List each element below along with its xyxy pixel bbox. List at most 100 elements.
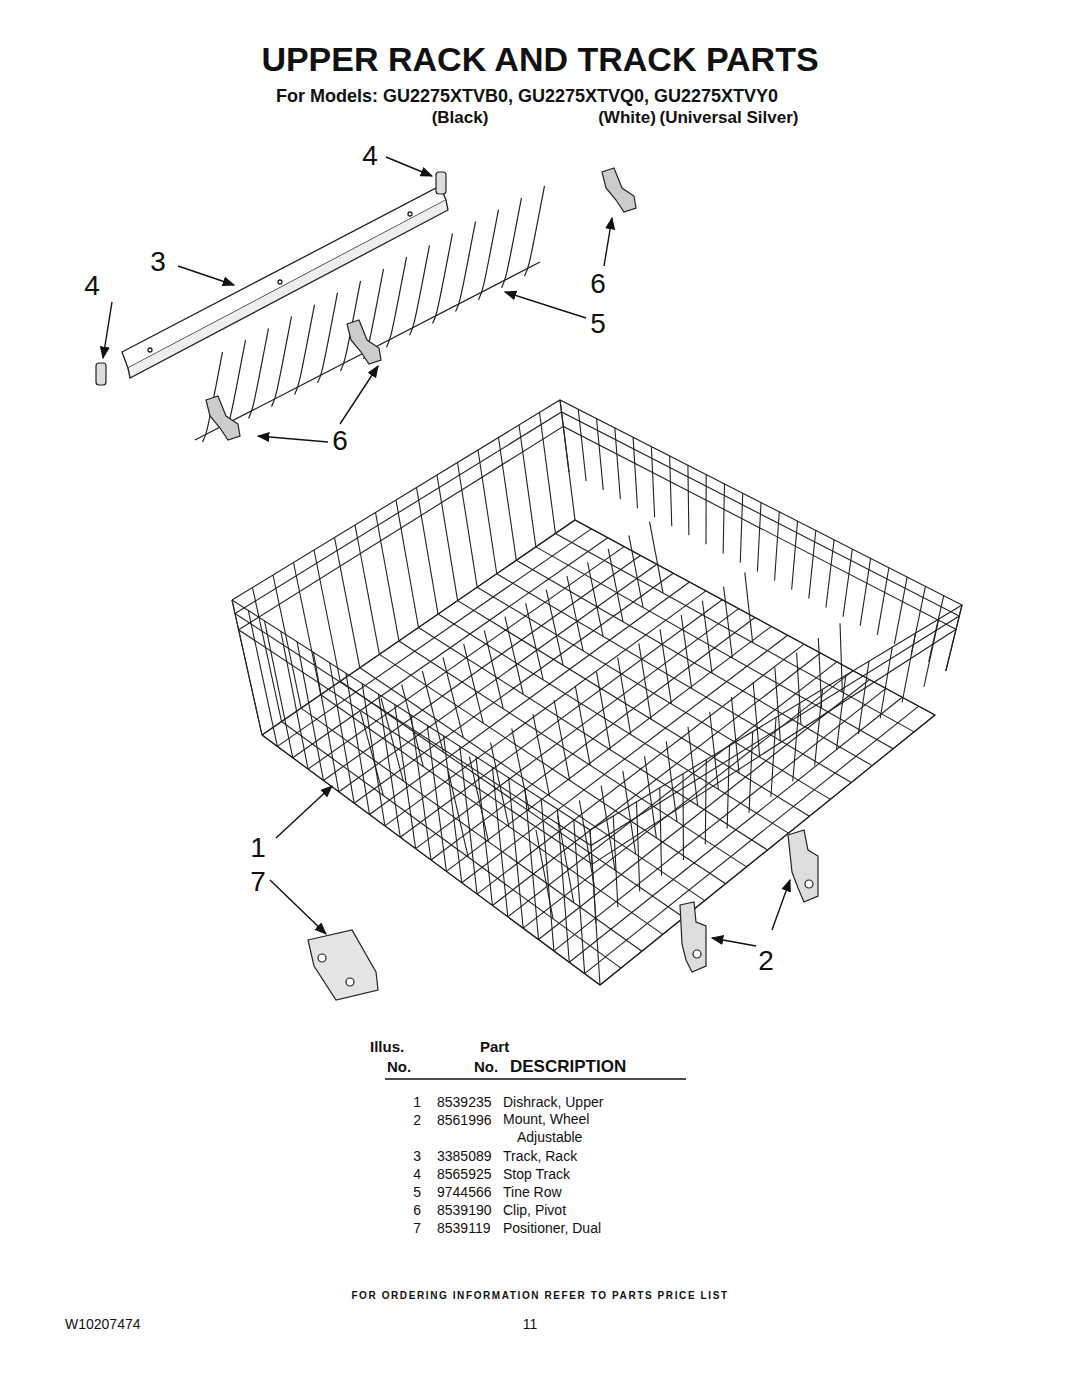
rack-wire (650, 522, 663, 593)
dishrack-drawing (232, 400, 962, 985)
rack-wire (809, 530, 816, 598)
rack-wire (360, 668, 705, 901)
tine-wire (456, 222, 476, 312)
table-cell: Tine Row (503, 1184, 562, 1200)
rack-wire (757, 503, 761, 572)
rack-wire (702, 601, 712, 673)
rack-wire (608, 549, 623, 622)
table-cell: 8539190 (437, 1202, 492, 1218)
rack-wire (554, 700, 570, 781)
rack-wire (437, 475, 458, 601)
tine-wire (272, 316, 292, 406)
rack-wire (946, 605, 962, 671)
rack-wire (314, 550, 340, 681)
rack-wire (499, 438, 517, 561)
rack-wire (615, 428, 621, 499)
table-cell: 2 (413, 1112, 421, 1128)
rack-wire (484, 630, 503, 708)
rack-wire (294, 563, 321, 695)
rack-wire (379, 654, 725, 883)
model-list: For Models: GU2275XTVB0, GU2275XTVQ0, GU… (276, 86, 778, 107)
rack-wire (232, 600, 262, 735)
rack-wire (836, 675, 845, 749)
table-header: DESCRIPTION (510, 1057, 626, 1077)
rack-wire (660, 788, 662, 876)
tine-wire (479, 210, 499, 300)
rack-wire (438, 614, 788, 833)
rack-wire (526, 603, 544, 680)
table-header: No. (474, 1058, 498, 1075)
rack-wire (771, 718, 776, 798)
rack-wire (749, 732, 753, 813)
table-cell: 6 (413, 1202, 421, 1218)
rack-wire (458, 463, 478, 588)
callout-number: 6 (590, 268, 606, 300)
rack-wire (448, 771, 468, 857)
rack-wire (381, 698, 403, 781)
rack-wire (902, 633, 915, 702)
table-cell: 1 (413, 1094, 421, 1110)
color-name: (Black) (432, 108, 489, 128)
rack-wire (877, 568, 889, 635)
rack-wire (651, 447, 654, 518)
tine-wire (226, 340, 246, 430)
table-rule (385, 1078, 686, 1080)
rack-wire (723, 484, 724, 554)
rack-wire (297, 642, 323, 781)
rack-wire (633, 437, 637, 508)
rack-wire (860, 558, 870, 625)
table-cell: Mount, Wheel Adjustable (503, 1110, 613, 1146)
rack-wire (597, 419, 604, 490)
rack-wire (797, 653, 801, 725)
rack-wire (753, 682, 760, 757)
table-cell: 7 (413, 1220, 421, 1236)
tine-wire (525, 186, 545, 276)
table-cell: Dishrack, Upper (503, 1094, 603, 1110)
rack-wire (579, 800, 594, 886)
rack-wire (536, 830, 553, 919)
rack-wire (399, 641, 747, 867)
document-number: W10207474 (65, 1316, 141, 1332)
tine-wire (502, 198, 522, 288)
table-cell: 4 (413, 1166, 421, 1182)
leader-arrow (103, 157, 790, 946)
rack-wire (540, 413, 556, 534)
rack-wire (578, 409, 586, 481)
rack-wire (469, 757, 488, 842)
tine-wire (318, 293, 338, 383)
color-name: (White) (598, 108, 656, 128)
rack-wire (560, 400, 575, 520)
rack-wire (623, 771, 636, 854)
rack-wire (792, 521, 798, 589)
rack-wire (533, 714, 550, 796)
rack-wire (618, 657, 631, 734)
rack-wire (262, 520, 935, 985)
table-cell: 8561996 (437, 1112, 492, 1128)
callout-number: 6 (332, 425, 348, 457)
rack-wire (688, 727, 698, 806)
rack-wire (321, 695, 663, 935)
rack-wire (575, 686, 590, 765)
rack-wire (541, 799, 554, 951)
rack-wire (705, 475, 706, 545)
rack-wire (793, 703, 799, 781)
rack-wire (376, 513, 399, 641)
wheel-mount (680, 830, 818, 972)
rack-wire (843, 549, 852, 617)
rack-wire (232, 600, 262, 735)
rack-wire (355, 525, 379, 654)
rack-wire (476, 757, 492, 906)
rack-wire (826, 540, 834, 608)
rack-wire (555, 533, 914, 731)
rack-wire (745, 572, 753, 642)
rack-wire (775, 667, 780, 740)
table-cell: Positioner, Dual (503, 1220, 601, 1236)
rack-wire (422, 671, 443, 752)
tine-wire (295, 305, 315, 395)
rack-wire (460, 746, 477, 894)
rack-wire (253, 588, 282, 722)
rack-wire (417, 488, 439, 615)
rack-wire (880, 647, 892, 718)
tine-wire (410, 245, 430, 335)
rack-wire (477, 587, 830, 799)
